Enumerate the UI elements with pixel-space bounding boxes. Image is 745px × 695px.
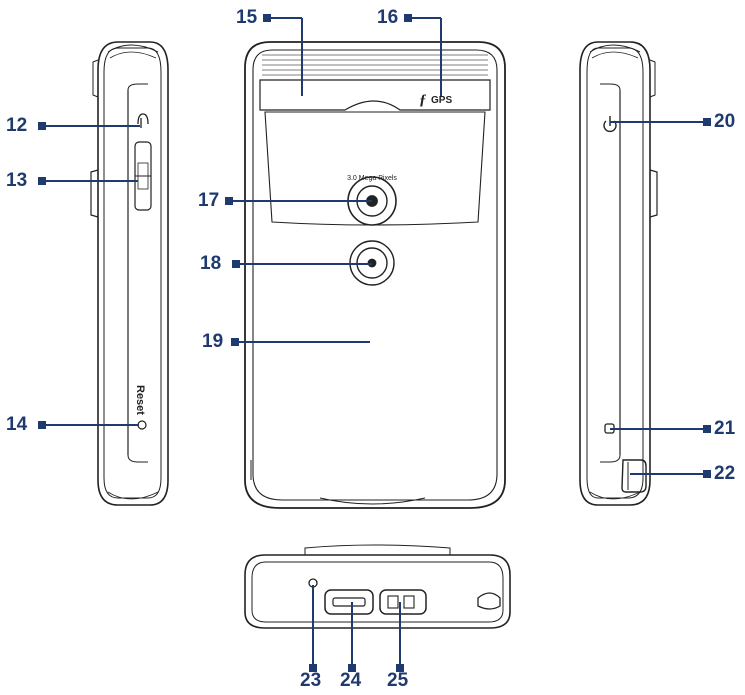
bottom-view [244,544,511,629]
gps-logo-mark: ƒ [419,92,427,108]
callout-24: 24 [340,670,362,691]
callout-14: 14 [6,414,28,435]
reset-label: Reset [134,385,146,415]
leader-lines [38,14,711,672]
callout-19: 19 [202,331,224,352]
callout-16: 16 [377,7,399,28]
callout-12: 12 [6,115,28,136]
callout-18: 18 [200,253,222,274]
callout-20: 20 [714,111,736,132]
callout-21: 21 [714,418,736,439]
right-side-view [579,41,658,506]
callout-25: 25 [387,670,409,691]
callout-17: 17 [198,190,220,211]
gps-label: GPS [431,95,452,106]
callout-23: 23 [300,670,322,691]
camera-label: 3.0 Mega Pixels [347,175,397,182]
left-side-view [90,41,169,506]
callout-13: 13 [6,170,28,191]
back-view [244,41,506,509]
callout-22: 22 [714,463,736,484]
callout-15: 15 [236,7,258,28]
